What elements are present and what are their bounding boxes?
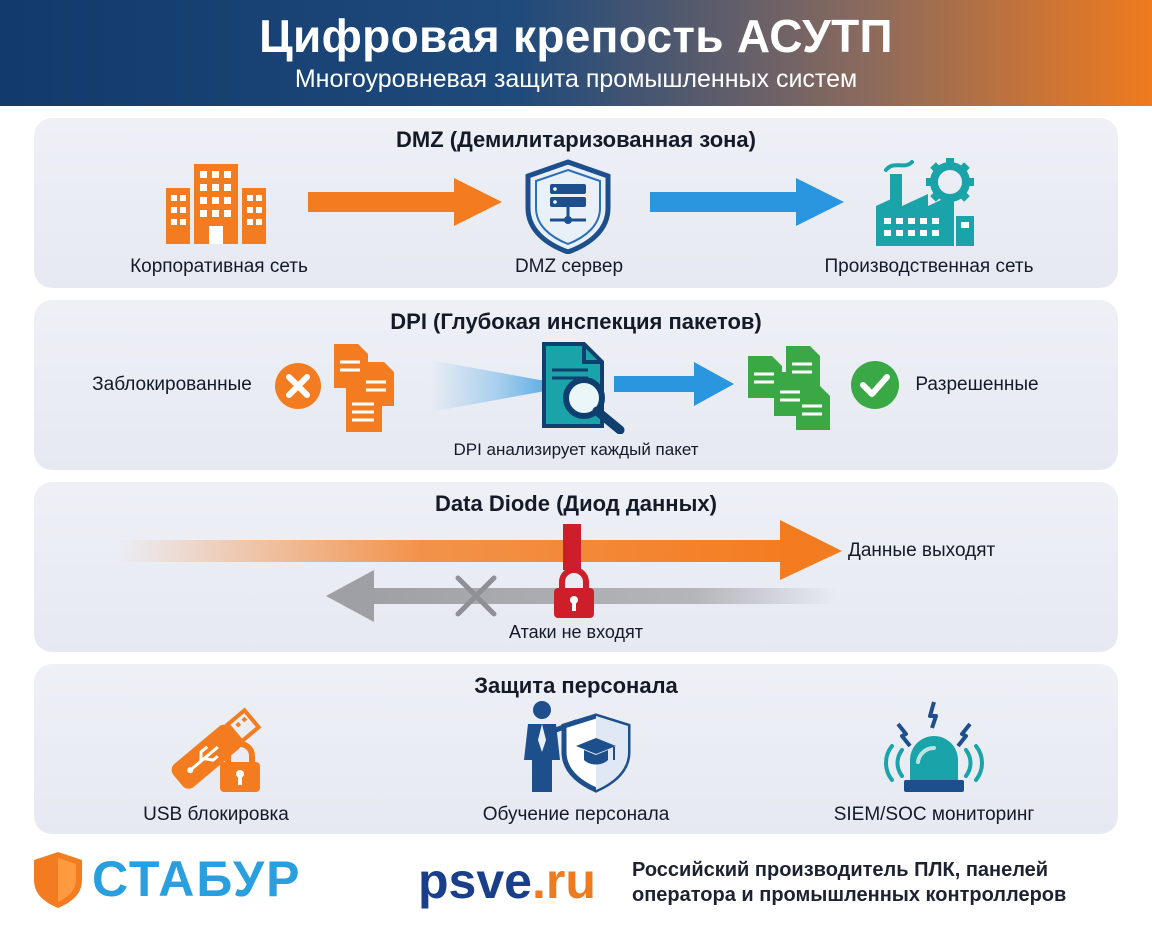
data-out-label: Данные выходят [848,540,996,561]
dpi-panel: DPI (Глубокая инспекция пакетов) Заблоки… [34,300,1118,470]
usb-block-label: USB блокировка [143,804,289,825]
allowed-check-icon [851,361,899,409]
allowed-documents-icon [748,346,830,430]
arrow-right-blue [650,178,844,226]
company-tagline: Российский производитель ПЛК, панелей оп… [632,858,1066,908]
attacks-blocked-label: Атаки не входят [508,622,643,642]
brand-name: СТАБУР [92,851,302,907]
tagline-line-1: Российский производитель ПЛК, панелей [632,859,1049,881]
dpi-title: DPI (Глубокая инспекция пакетов) [390,309,762,334]
header-banner: Цифровая крепость АСУТП Многоуровневая з… [0,0,1152,106]
site-logo[interactable]: psve.ru [418,852,596,910]
diode-lock-icon [554,567,594,618]
diode-title: Data Diode (Диод данных) [435,491,717,516]
tagline-line-2: оператора и промышленных контроллеров [632,884,1067,906]
training-icon [524,701,631,793]
blocked-cross-icon [455,575,497,617]
diode-barrier [563,524,581,570]
blocked-x-icon [275,363,321,409]
dpi-caption: DPI анализирует каждый пакет [453,440,699,459]
site-name: psve [418,853,532,909]
arrow-right-orange [308,178,502,226]
page-subtitle: Многоуровневая защита промышленных систе… [294,65,858,93]
blocked-documents-icon [334,344,394,432]
data-out-arrow [118,520,842,580]
blocked-label: Заблокированные [92,374,252,395]
site-tld: .ru [531,853,596,909]
dmz-panel: DMZ (Демилитаризованная зона) [34,118,1118,288]
personnel-title: Защита персонала [474,673,678,698]
arrow-right-blue-dpi [614,362,734,406]
dmz-server-label: DMZ сервер [514,256,624,277]
siem-label: SIEM/SOC мониторинг [833,804,1035,825]
corporate-network-label: Корпоративная сеть [130,256,308,277]
packet-flow-beam [430,360,544,412]
data-diode-panel: Data Diode (Диод данных) [34,482,1118,652]
usb-lock-icon [171,707,262,792]
dpi-inspection-icon [542,342,625,434]
siem-alarm-icon [884,701,984,792]
corporate-building-icon [166,164,266,244]
server-shield-icon [525,159,611,254]
personnel-panel: Защита персонала [34,664,1118,834]
training-label: Обучение персонала [482,804,670,825]
factory-icon [876,158,974,246]
production-network-label: Производственная сеть [824,256,1034,277]
allowed-label: Разрешенные [915,374,1039,395]
stabur-shield-logo [34,852,82,908]
page-title: Цифровая крепость АСУТП [259,10,893,62]
dmz-title: DMZ (Демилитаризованная зона) [396,127,756,152]
